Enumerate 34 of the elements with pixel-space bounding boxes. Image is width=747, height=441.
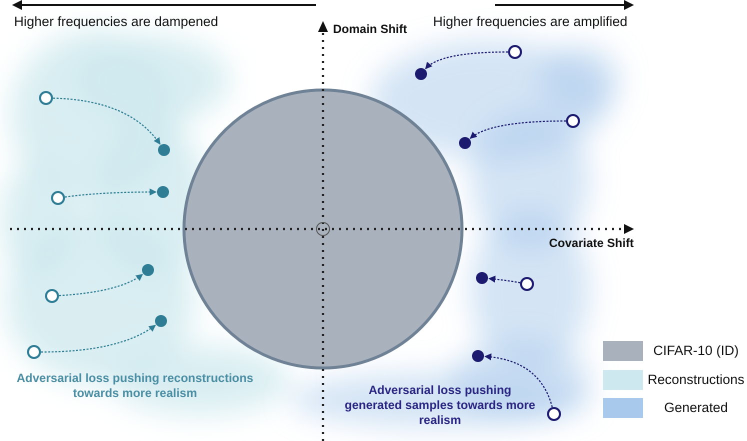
sample-point — [508, 45, 522, 59]
arrow — [58, 274, 144, 296]
arrow — [52, 98, 161, 145]
sample-point — [27, 345, 41, 359]
shifted-point — [476, 272, 488, 284]
sample-point — [547, 407, 561, 421]
annotation-text: Adversarial loss pushing generated samples towards more realism — [344, 383, 536, 428]
shifted-point — [158, 144, 170, 156]
annotation-text: Adversarial loss pushing reconstructions towards more realism — [16, 371, 254, 401]
sample-point — [39, 91, 53, 105]
sample-point — [566, 114, 580, 128]
axis-label: Covariate Shift — [549, 236, 634, 250]
sample-point — [520, 277, 534, 291]
sample-point — [51, 191, 65, 205]
direction-caption: Higher frequencies are dampened — [14, 14, 218, 29]
shifted-point — [415, 68, 427, 80]
legend-label: Generated — [663, 400, 729, 415]
shifted-point — [459, 137, 471, 149]
shifted-point — [157, 186, 169, 198]
shifted-point — [155, 315, 167, 327]
arrow — [488, 276, 520, 284]
arrow — [425, 51, 508, 70]
arrow — [64, 188, 157, 198]
legend-label: CIFAR-10 (ID) — [652, 343, 740, 358]
sample-point — [45, 289, 59, 303]
arrow — [470, 120, 566, 139]
shifted-point — [472, 350, 484, 362]
arrow — [41, 324, 156, 353]
direction-caption: Higher frequencies are amplified — [433, 14, 628, 29]
axis-label: Domain Shift — [333, 22, 407, 36]
arrow — [484, 354, 553, 408]
shifted-point — [142, 264, 154, 276]
id-data-circle — [182, 88, 464, 370]
legend-label: Reconstructions — [647, 372, 745, 386]
